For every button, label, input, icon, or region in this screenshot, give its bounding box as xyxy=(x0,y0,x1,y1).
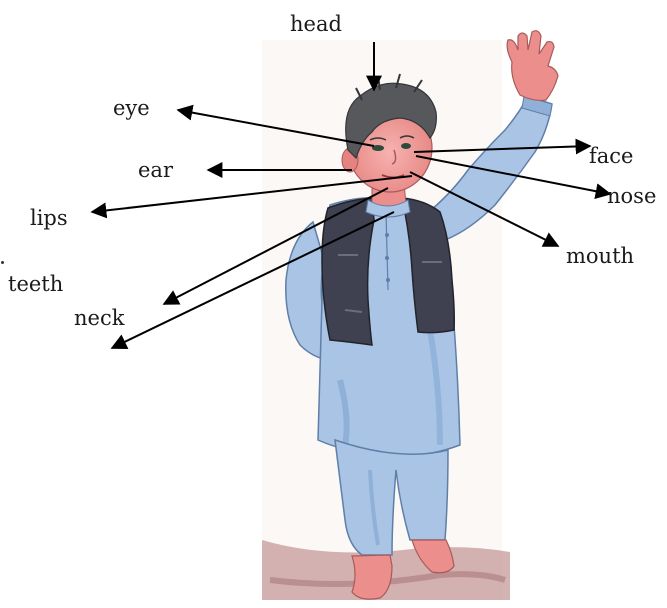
label-nose: nose xyxy=(607,186,656,207)
label-eye: eye xyxy=(113,98,150,119)
vest-left xyxy=(322,198,374,345)
label-teeth: teeth xyxy=(8,274,63,295)
label-face: face xyxy=(589,146,633,167)
raised-hand xyxy=(507,31,558,101)
stray-mark xyxy=(1,261,4,264)
label-head: head xyxy=(290,14,342,35)
trousers xyxy=(335,440,448,555)
label-neck: neck xyxy=(74,308,124,329)
left-foot xyxy=(352,555,392,599)
label-mouth: mouth xyxy=(566,246,634,267)
label-lips: lips xyxy=(30,208,68,229)
label-ear: ear xyxy=(138,160,173,181)
